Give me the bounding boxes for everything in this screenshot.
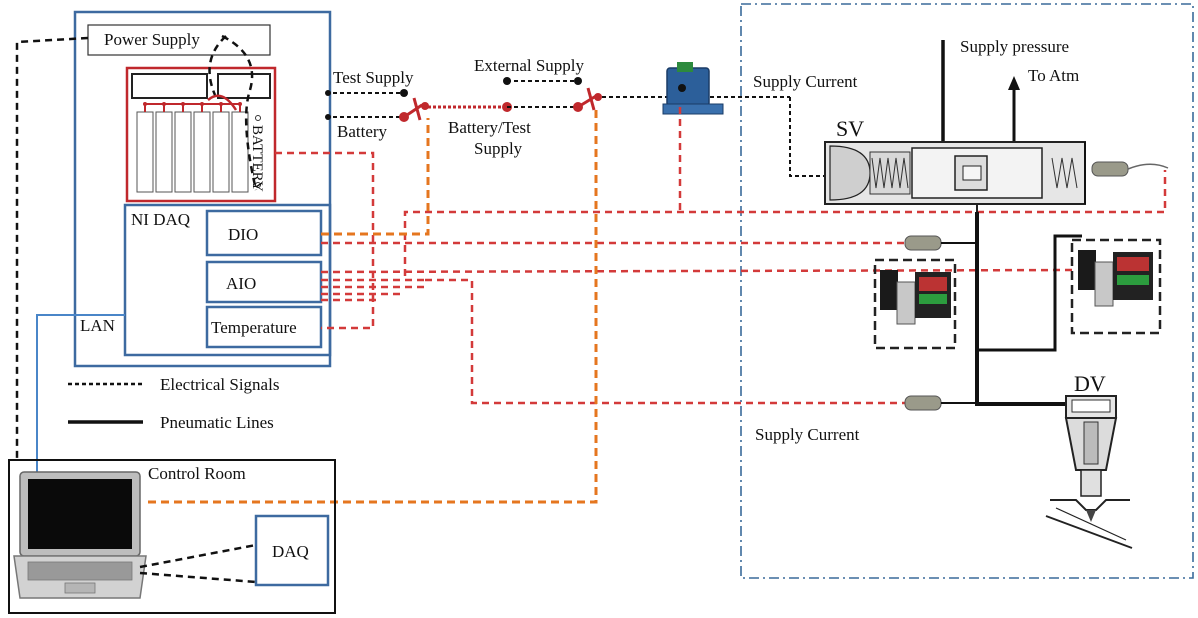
legend-electrical-label: Electrical Signals — [160, 375, 279, 394]
current-sensor-icon — [662, 62, 724, 115]
temperature-label: Temperature — [211, 318, 297, 337]
power-supply-internal-wire — [221, 34, 258, 191]
battery-test-supply-label-1: Battery/Test — [448, 118, 531, 137]
supply-pressure-label: Supply pressure — [960, 37, 1069, 56]
controller-device-right-icon — [1078, 250, 1153, 307]
power-supply-label: Power Supply — [104, 30, 200, 49]
solenoid-valve-icon — [824, 141, 1086, 212]
ni-enclosure — [73, 10, 332, 368]
laptop-to-daq-line-2 — [139, 571, 257, 584]
laptop-to-daq-line-1 — [139, 543, 257, 569]
legend-pneumatic-label: Pneumatic Lines — [160, 413, 274, 432]
laptop-icon — [13, 471, 147, 599]
control-room-box — [8, 459, 336, 614]
battery-unit — [125, 66, 277, 203]
battery-test-supply-label-2: Supply — [474, 139, 523, 158]
temperature-box — [205, 305, 323, 349]
battery-to-temperature-line — [275, 151, 375, 330]
external-supply-label: External Supply — [474, 56, 585, 75]
field-region-boundary — [740, 3, 1194, 579]
sv-to-dv-pneumatic-line — [975, 212, 1085, 406]
to-atm-label: To Atm — [1028, 66, 1079, 85]
temperature-controller-right — [1070, 238, 1162, 335]
lan-line — [36, 314, 125, 472]
dio-to-switch1-line — [321, 118, 430, 236]
sv-right-sensor-line — [403, 170, 1167, 276]
controller-device-left-icon — [880, 270, 951, 325]
supply-current-bottom-label: Supply Current — [755, 425, 860, 444]
battery-vertical-label: BATTERY — [249, 125, 265, 192]
battery-label: Battery — [337, 122, 388, 141]
selector-switch-2 — [573, 87, 602, 112]
aio-to-controller-line — [320, 268, 1076, 274]
selector-switch-1 — [399, 97, 429, 122]
ni-daq-label: NI DAQ — [131, 210, 190, 229]
to-atm-arrow-icon — [1008, 76, 1020, 90]
aio-to-dv-sensor-line — [425, 278, 905, 405]
aio-label: AIO — [226, 274, 256, 293]
sv-label: SV — [836, 116, 864, 141]
control-room-label: Control Room — [148, 464, 246, 483]
ni-daq-module — [123, 203, 332, 357]
control-room-to-switch2-line — [148, 110, 598, 504]
pressure-sensor-bottom-icon — [904, 395, 977, 411]
pressure-loop-line — [977, 234, 1082, 352]
dio-box — [205, 209, 323, 257]
power-supply-box — [87, 24, 271, 56]
dio-label: DIO — [228, 225, 258, 244]
aio-box — [205, 260, 323, 304]
test-supply-label: Test Supply — [333, 68, 414, 87]
diaphragm-valve-icon — [1045, 395, 1133, 549]
dv-label: DV — [1074, 371, 1106, 396]
daq-label: DAQ — [272, 542, 309, 561]
pressure-sensor-top-icon — [904, 235, 977, 251]
supply-current-top-label: Supply Current — [753, 72, 858, 91]
power-supply-feed-line — [15, 36, 89, 458]
sv-pressure-sensor-icon — [1091, 161, 1169, 177]
daq-box — [254, 514, 330, 587]
lan-label: LAN — [80, 316, 115, 335]
